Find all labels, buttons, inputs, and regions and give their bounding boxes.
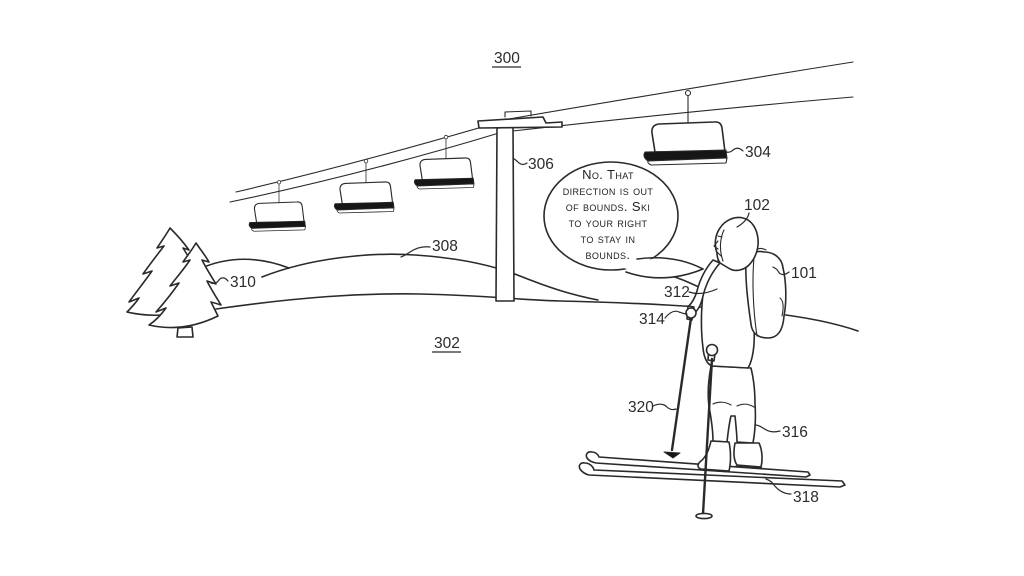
leader-308 [400, 246, 431, 258]
ref-label-101: 101 [791, 265, 817, 282]
leader-320 [652, 403, 677, 411]
hill-behind-trees [198, 258, 290, 270]
backpack [745, 250, 787, 339]
skier-boot-front [697, 440, 732, 472]
leader-102 [736, 212, 750, 228]
tower-crossbar [477, 116, 563, 129]
ref-label-314: 314 [639, 311, 665, 328]
skier-boot-back [733, 442, 763, 468]
ref-label-318: 318 [793, 489, 819, 506]
speech-bubble-line: No. That [582, 167, 634, 182]
pine-trees [126, 227, 222, 338]
ref-label-302: 302 [434, 335, 460, 352]
tree-trunk [176, 326, 194, 338]
ref-label-316: 316 [782, 424, 808, 441]
ref-label-312: 312 [664, 284, 690, 301]
ref-label-102: 102 [744, 197, 770, 214]
pine-tree-front [148, 242, 222, 329]
leader-306 [512, 157, 528, 166]
ref-label-300: 300 [494, 50, 520, 67]
leader-314 [664, 310, 688, 319]
pole-front-basket [695, 512, 713, 520]
pole-back-basket [663, 451, 681, 459]
chairlift-chair-304 [643, 89, 728, 166]
ski-lower [578, 462, 846, 488]
speech-bubble-line: bounds. [586, 247, 631, 262]
chairlift-cables [229, 61, 854, 203]
pole-front-shaft [701, 357, 714, 516]
speech-bubble-tail-fill [624, 258, 703, 278]
speech-bubble-tail [625, 256, 704, 279]
speech-bubble-ellipse [543, 161, 679, 271]
ski-poles [663, 305, 719, 520]
ref-label-308: 308 [432, 238, 458, 255]
ref-label-304: 304 [745, 144, 771, 161]
chairlift-chair [333, 158, 395, 214]
ref-label-310: 310 [230, 274, 256, 291]
leader-310 [210, 277, 229, 284]
tower-pole [495, 126, 515, 302]
cable-upper-right [508, 61, 854, 120]
leader-312 [688, 288, 718, 295]
pants-wrinkles [712, 401, 755, 408]
ref-label-306: 306 [528, 156, 554, 173]
cable-lower-left [229, 132, 500, 203]
reference-labels: 300 302 304 306 308 310 102 101 312 314 … [210, 50, 819, 506]
speech-bubble-line: to stay in [581, 231, 636, 246]
ref-label-320: 320 [628, 399, 654, 416]
speech-bubble: No. That direction is out of bounds. Ski… [543, 161, 704, 279]
leader-101 [772, 266, 790, 276]
pole-back-shaft [670, 316, 693, 452]
speech-bubble-line: to your right [569, 215, 648, 230]
skier-hood-head [714, 216, 759, 272]
slope-ridge [261, 253, 599, 301]
speech-bubble-line: of bounds. Ski [566, 199, 651, 214]
speech-bubble-line: direction is out [563, 183, 654, 198]
skier-hand-back [685, 307, 697, 319]
tower-top-bracket [504, 110, 532, 118]
lift-tower [477, 110, 563, 302]
skier [687, 216, 787, 473]
leader-304 [725, 147, 744, 153]
leader-318 [765, 478, 792, 495]
leader-316 [754, 424, 781, 433]
chairlift-chair [248, 180, 307, 232]
face-details [713, 229, 725, 262]
skier-hand-front [705, 343, 719, 357]
